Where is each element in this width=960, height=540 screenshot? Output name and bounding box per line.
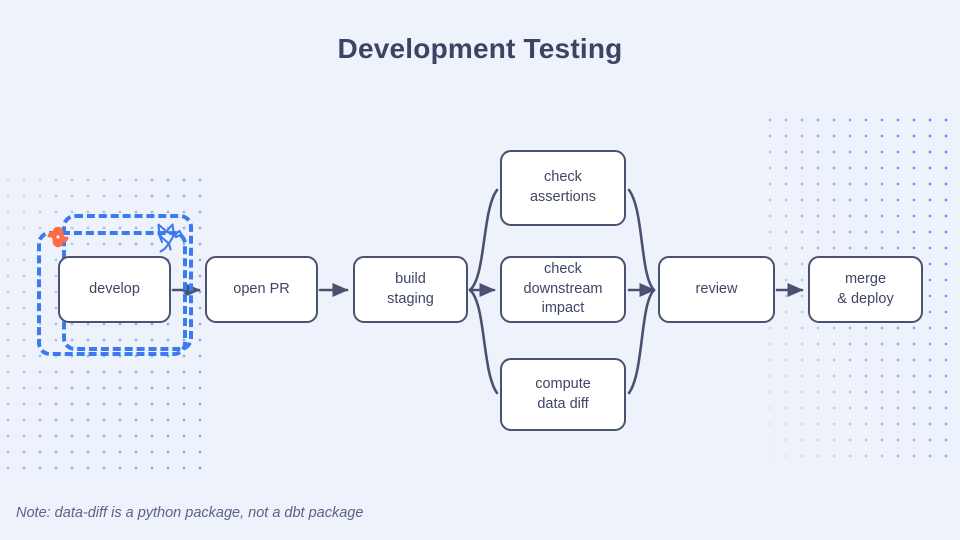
node-check-downstream-impact[interactable]: check downstream impact [500,256,626,323]
node-build-staging[interactable]: build staging [353,256,468,323]
dbt-icon [47,226,69,248]
node-review[interactable]: review [658,256,775,323]
edge-data-diff-review [627,288,656,395]
datafold-origami-bird-icon [157,223,183,253]
node-develop[interactable]: develop [58,256,171,323]
node-merge-deploy[interactable]: merge & deploy [808,256,923,323]
footer-note: Note: data-diff is a python package, not… [16,505,364,521]
edge-assertions-review [627,188,656,292]
node-open-pr[interactable]: open PR [205,256,318,323]
edge-build-data-diff [468,288,499,395]
page-title: Development Testing [337,33,623,64]
node-compute-data-diff[interactable]: compute data diff [500,358,626,431]
node-check-assertions[interactable]: check assertions [500,150,626,226]
edge-build-assertions [468,188,499,292]
highlight-dashed-rect-front [37,231,187,356]
